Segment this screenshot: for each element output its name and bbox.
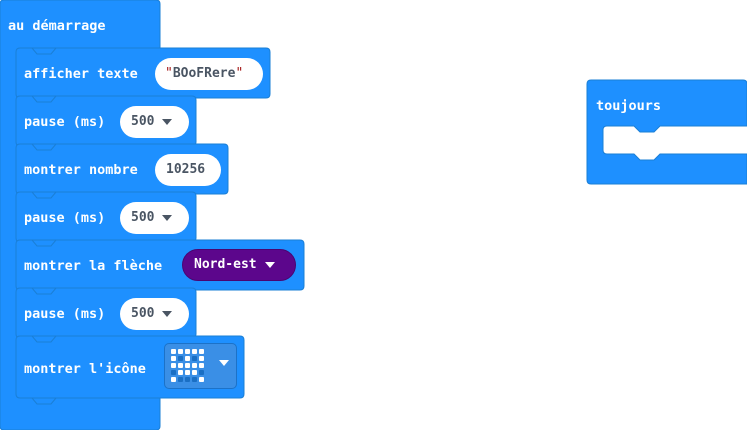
- chevron-down-icon: [162, 311, 173, 317]
- string-input[interactable]: " BOoFRere ": [155, 58, 263, 90]
- led-pixel: [171, 356, 176, 361]
- led-pixel: [192, 356, 197, 361]
- led-pixel: [178, 377, 183, 382]
- pause-label-1: pause (ms): [24, 114, 106, 130]
- happy-face-icon: [171, 349, 204, 382]
- pause-label-3: pause (ms): [24, 306, 106, 322]
- led-pixel: [199, 363, 204, 368]
- direction-value: Nord-est: [194, 257, 257, 272]
- led-pixel: [199, 370, 204, 375]
- led-pixel: [185, 363, 190, 368]
- forever-title: toujours: [596, 98, 662, 114]
- show-arrow-label: montrer la flèche: [24, 258, 163, 274]
- string-value: BOoFRere: [172, 66, 236, 81]
- pause-label-2: pause (ms): [24, 210, 106, 226]
- chevron-down-icon: [162, 215, 173, 221]
- led-pixel: [185, 349, 190, 354]
- chevron-down-icon: [219, 360, 229, 366]
- led-pixel: [192, 363, 197, 368]
- led-pixel: [199, 377, 204, 382]
- show-string-label: afficher texte: [24, 66, 138, 82]
- led-pixel: [178, 349, 183, 354]
- show-number-label: montrer nombre: [24, 162, 138, 178]
- led-pixel: [171, 377, 176, 382]
- led-pixel: [199, 349, 204, 354]
- chevron-down-icon: [264, 262, 275, 268]
- led-pixel: [192, 349, 197, 354]
- led-pixel: [178, 363, 183, 368]
- led-pixel: [171, 370, 176, 375]
- led-pixel: [178, 370, 183, 375]
- forever-block[interactable]: [586, 79, 747, 185]
- led-pixel: [185, 377, 190, 382]
- led-pixel: [199, 356, 204, 361]
- led-pixel: [192, 377, 197, 382]
- icon-picker[interactable]: [164, 343, 237, 389]
- led-pixel: [178, 356, 183, 361]
- led-pixel: [185, 356, 190, 361]
- on-start-title: au démarrage: [8, 18, 106, 34]
- pause-value-1: 500: [131, 114, 155, 129]
- number-value: 10256: [166, 162, 206, 177]
- pause-value-2: 500: [131, 210, 155, 225]
- pause-dropdown-1[interactable]: 500: [120, 106, 189, 138]
- led-pixel: [185, 370, 190, 375]
- chevron-down-icon: [162, 119, 173, 125]
- connector-notches: [31, 47, 57, 405]
- show-icon-label: montrer l'icône: [24, 361, 146, 377]
- close-quote: ": [235, 66, 244, 81]
- led-pixel: [171, 363, 176, 368]
- pause-dropdown-3[interactable]: 500: [120, 298, 189, 330]
- pause-dropdown-2[interactable]: 500: [120, 202, 189, 234]
- direction-dropdown[interactable]: Nord-est: [182, 249, 296, 281]
- open-quote: ": [165, 66, 173, 81]
- led-pixel: [171, 349, 176, 354]
- number-input[interactable]: 10256: [155, 154, 221, 186]
- pause-value-3: 500: [131, 306, 155, 321]
- led-pixel: [192, 370, 197, 375]
